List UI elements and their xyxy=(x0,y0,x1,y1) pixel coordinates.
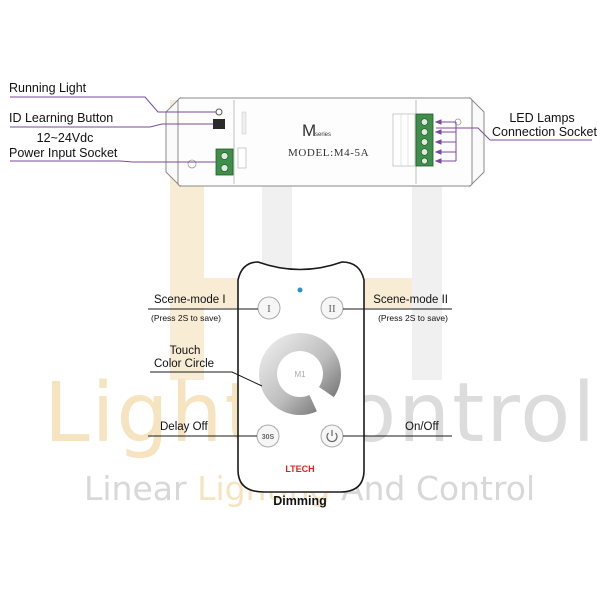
label-press-save-1: (Press 2S to save) xyxy=(151,313,221,323)
output-terminal-screw-4 xyxy=(420,148,429,156)
pointer-id-button xyxy=(10,123,213,128)
label-press-save-2: (Press 2S to save) xyxy=(378,313,448,323)
label-scene-mode-1: Scene-mode I xyxy=(154,294,226,306)
touch-dial-gap xyxy=(300,374,341,416)
id-learning-button-shape xyxy=(213,119,225,129)
controller-pointers xyxy=(10,96,592,164)
dial-label: M1 xyxy=(294,370,306,379)
svg-text:II: II xyxy=(328,303,336,315)
power-terminal-screw-1 xyxy=(220,152,229,160)
series-word: series xyxy=(315,132,331,138)
controller-unit: M series MODEL:M4-5A xyxy=(165,96,485,188)
side-label-box xyxy=(241,111,247,135)
scene-mode-1-button xyxy=(257,296,281,320)
output-terminal-screw-2 xyxy=(420,128,429,136)
label-running-light: Running Light xyxy=(9,81,87,95)
output-terminal-screw-5 xyxy=(421,157,428,165)
power-icon xyxy=(326,430,338,443)
model-number: MODEL:M4-5A xyxy=(288,147,369,159)
svg-text:I: I xyxy=(267,303,271,315)
output-terminal-screw-1 xyxy=(420,118,429,126)
label-dimming: Dimming xyxy=(273,494,327,508)
remote-indicator-led xyxy=(297,287,303,293)
label-color-circle: Color Circle xyxy=(154,358,215,370)
watermark-bar-right xyxy=(412,180,442,380)
label-touch: Touch xyxy=(169,345,201,357)
label-connection-socket: Connection Socket xyxy=(492,125,597,139)
pointer-power-socket xyxy=(10,160,216,163)
watermark-light-control: Light Control xyxy=(44,366,598,461)
screw-left xyxy=(187,159,197,169)
output-terminal-screw-3 xyxy=(420,138,429,146)
series-letter: M xyxy=(302,121,316,140)
pointer-running-light xyxy=(10,96,216,113)
svg-text:30S: 30S xyxy=(262,434,275,441)
label-power-input-socket: Power Input Socket xyxy=(9,146,118,160)
remote-control: I II M1 30S LTECH xyxy=(237,261,365,493)
brand-logo: LTECH xyxy=(285,464,314,474)
power-label-box xyxy=(237,147,247,169)
scene-mode-2-button xyxy=(320,296,344,320)
pointer-led-socket xyxy=(436,127,592,141)
label-id-learning-button: ID Learning Button xyxy=(9,111,114,125)
output-label-strip xyxy=(392,113,416,167)
label-delay-off: Delay Off xyxy=(160,421,208,433)
power-terminal-screw-2 xyxy=(220,164,229,172)
running-light-led xyxy=(215,108,223,116)
label-voltage: 12~24Vdc xyxy=(36,131,94,145)
pointer-touch xyxy=(150,371,263,387)
label-scene-mode-2: Scene-mode II xyxy=(373,294,448,306)
label-on-off: On/Off xyxy=(405,421,439,433)
label-led-lamps: LED Lamps xyxy=(509,111,575,125)
remote-pointers xyxy=(148,308,452,437)
